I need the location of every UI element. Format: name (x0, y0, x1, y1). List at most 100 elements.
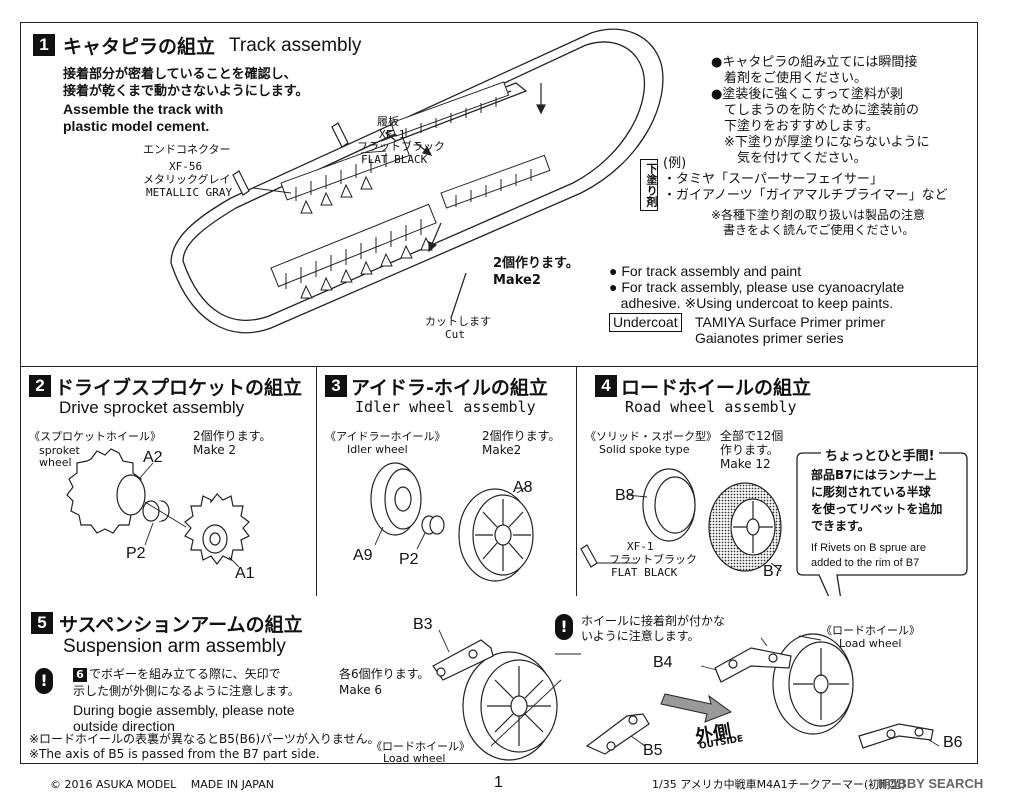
road-paint-1: XF-1 (627, 540, 654, 553)
undercoat-note-jp: ※各種下塗り剤の取り扱いは製品の注意 書きをよく読んでご使用ください。 (711, 208, 925, 238)
note-jp-line: 下塗りをおすすめします。 (711, 119, 879, 134)
cut-jp: カットします (425, 315, 491, 328)
section-5-panel: 5 サスペンションアームの組立 Suspension arm assembly … (20, 596, 978, 765)
warn-en-2: outside direction (73, 718, 175, 734)
plate-callout-2: XF-1 (379, 128, 406, 141)
undercoat-en-1: TAMIYA Surface Primer primer (695, 314, 886, 330)
plate-callout-3: フラットブラック (357, 140, 445, 153)
foot-en: ※The axis of B5 is passed from the B7 pa… (29, 747, 320, 761)
section-5-title-jp: サスペンションアームの組立 (59, 614, 303, 636)
notes-en: ● For track assembly and paint ● For tra… (609, 263, 904, 311)
sprocket-make-jp: 2個作ります。 (193, 429, 272, 443)
note-jp-line: 着剤をご使用ください。 (711, 71, 868, 86)
note-jp-line: ●塗装後に強くこすって塗料が剥 (711, 87, 903, 102)
note-jp-line: てしまうのを防ぐために塗装前の (711, 103, 920, 118)
section-4-number: 4 (595, 375, 617, 397)
foot-jp: ※ロードホイールの表裏が異なるとB5(B6)パーツが入りません。 (29, 732, 380, 746)
track-illustration (170, 28, 664, 334)
part-b3: B3 (413, 616, 433, 633)
part-a8: A8 (513, 479, 533, 496)
load-wheel-en-2: Load wheel (839, 637, 902, 650)
sprocket-illustration (66, 448, 250, 568)
warn-jp-1: でボギーを組み立てる際に、矢印で (89, 667, 281, 681)
load-wheel-jp-2: 《ロードホイール》 (821, 624, 920, 637)
instr-jp-1: 接着部分が密着していることを確認し、 (63, 67, 297, 82)
susp-make-jp: 各6個作ります。 (339, 667, 430, 681)
section-2-number: 2 (29, 375, 51, 397)
undercoat-jp-list: (例) ・タミヤ「スーパーサーフェイサー」 ・ガイアノーツ「ガイアマルチプライマ… (663, 156, 948, 204)
plate-callout-4: FLAT BLACK (361, 153, 428, 166)
tip-title: ちょっとひと手間! (821, 445, 939, 464)
part-a1: A1 (235, 565, 255, 582)
part-b7: B7 (763, 563, 783, 580)
conn-callout-3: メタリックグレイ (143, 173, 231, 186)
part-b4: B4 (653, 654, 673, 671)
section-4-title-jp: ロードホイールの組立 (621, 377, 812, 399)
sprocket-label-en-2: wheel (39, 456, 72, 469)
instr-en-1: Assemble the track with (63, 101, 224, 117)
note-jp-line: 気を付けてください。 (711, 151, 867, 166)
tip-jp: 部品B7にはランナー上 に彫刻されている半球 を使ってリベットを追加 できます。 (811, 467, 942, 535)
instr-en-2: plastic model cement. (63, 118, 210, 134)
product-name: 1/35 アメリカ中戦車M4A1チークアーマー(初期型) (652, 778, 906, 791)
part-b6: B6 (943, 734, 963, 751)
copyright: © 2016 ASUKA MODEL MADE IN JAPAN (50, 778, 274, 791)
undercoat-jp-line: ・ガイアノーツ「ガイアマルチプライマー」など (663, 188, 948, 203)
notes-jp: ●キャタピラの組み立てには瞬間接 着剤をご使用ください。 ●塗装後に強くこすって… (711, 55, 930, 167)
section-2-panel: 2 ドライブスプロケットの組立 Drive sprocket assembly … (20, 366, 318, 598)
warning-icon: ! (35, 668, 53, 694)
idler-label-jp: 《アイドラーホイール》 (325, 430, 446, 443)
warn-en-1: During bogie assembly, please note (73, 702, 295, 718)
glue-warning-icon: ! (555, 614, 573, 640)
note-en-line: ● For track assembly, please use cyanoac… (609, 279, 905, 295)
part-p2: P2 (126, 545, 146, 562)
road-paint-3: FLAT BLACK (611, 566, 678, 579)
undercoat-jp-badge: 下塗り剤 (640, 159, 658, 211)
note-jp-line: ※下塗りが厚塗りにならないように (711, 135, 930, 150)
tip-en-1: If Rivets on B sprue are (811, 542, 926, 554)
plate-callout-1: 履板 (377, 115, 399, 128)
page-number: 1 (494, 774, 503, 791)
tip-jp-line: に彫刻されている半球 (811, 485, 931, 499)
tip-en-2: added to the rim of B7 (811, 557, 920, 569)
section-3-title-en: Idler wheel assembly (355, 398, 536, 416)
section-1-title-en: Track assembly (229, 35, 362, 56)
instr-jp-2: 接着が乾くまで動かさないようにします。 (63, 84, 309, 99)
idler-illustration (370, 462, 534, 582)
section-3-number: 3 (325, 375, 347, 397)
idler-make-en: Make2 (482, 443, 522, 457)
road-paint-2: フラットブラック (609, 553, 697, 566)
road-make-en: Make 12 (720, 457, 771, 471)
undercoat-note-line: ※各種下塗り剤の取り扱いは製品の注意 (711, 208, 926, 222)
road-make-jp-2: 作ります。 (720, 443, 779, 457)
undercoat-jp-line: (例) (663, 156, 687, 171)
make2-jp: 2個作ります。 (493, 256, 579, 271)
section-2-title-jp: ドライブスプロケットの組立 (55, 377, 303, 399)
road-make-jp-1: 全部で12個 (720, 429, 784, 443)
road-wheel-illustration (580, 452, 968, 599)
road-label-en: Solid spoke type (599, 443, 690, 456)
glue-warn-1: ホイールに接着剤が付かな (581, 614, 726, 628)
conn-callout-1: エンドコネクター (143, 143, 231, 156)
undercoat-note-line: 書きをよく読んでご使用ください。 (711, 223, 915, 237)
watermark: HOBBY SEARCH (878, 776, 984, 791)
section-1-title-jp: キャタピラの組立 (63, 36, 216, 58)
section-4-panel: 4 ロードホイールの組立 Road wheel assembly 《ソリッド・ス… (576, 366, 978, 599)
section-3-title-jp: アイドラ-ホイルの組立 (351, 377, 548, 399)
undercoat-badge: Undercoat (609, 313, 682, 332)
section-5-title-en: Suspension arm assembly (63, 636, 286, 657)
part-p2-idler: P2 (399, 551, 419, 568)
part-b5: B5 (643, 742, 663, 759)
section-5-number: 5 (31, 612, 53, 634)
part-a9: A9 (353, 547, 373, 564)
section-4-title-en: Road wheel assembly (625, 398, 797, 416)
part-a2: A2 (143, 449, 163, 466)
undercoat-en-2: Gaianotes primer series (695, 330, 844, 346)
note-en-line: ● For track assembly and paint (609, 263, 802, 279)
section-1-number: 1 (33, 34, 55, 56)
sprocket-label-en-1: sproket (39, 444, 80, 457)
section-1-panel: 1 キャタピラの組立 Track assembly 接着部分が密着していることを… (20, 22, 978, 372)
susp-make-en: Make 6 (339, 683, 383, 697)
load-wheel-jp-1: 《ロードホイール》 (371, 740, 470, 753)
sprocket-label-jp: 《スプロケットホイール》 (29, 430, 161, 443)
